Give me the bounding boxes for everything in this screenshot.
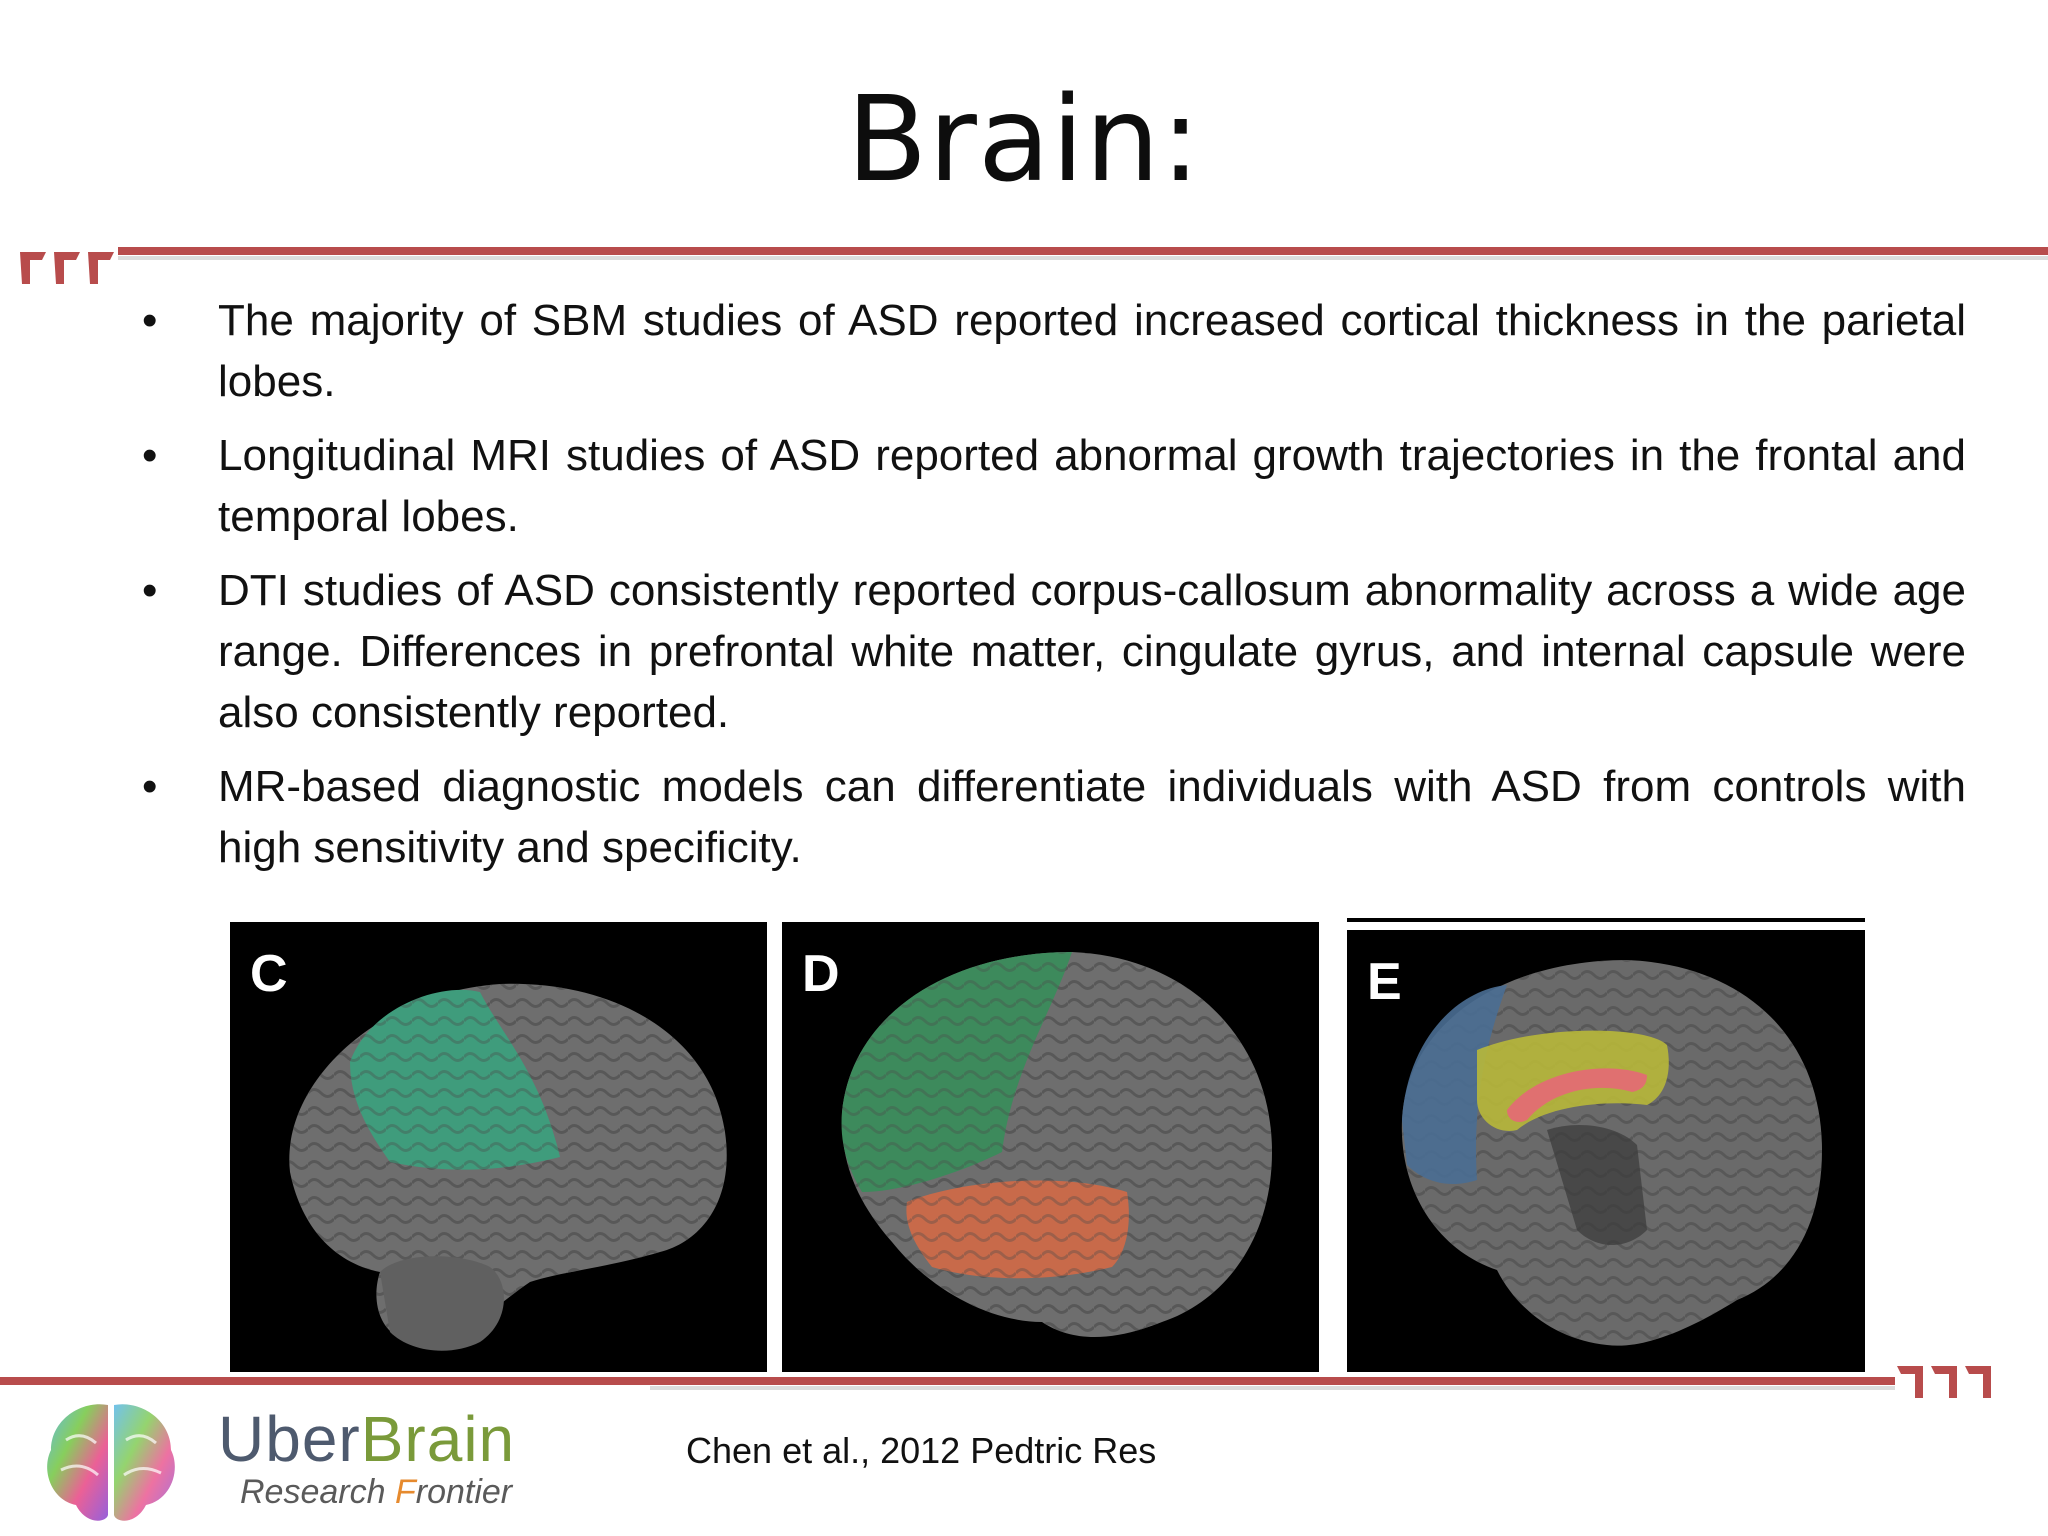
brain-lateral-d-icon [841, 952, 1272, 1337]
brand-name-uber: Uber [218, 1403, 361, 1475]
bullet-item: • Longitudinal MRI studies of ASD reporte… [130, 425, 1966, 547]
bullet-item: • MR-based diagnostic models can differen… [130, 756, 1966, 878]
top-divider-shadow [118, 256, 2048, 260]
decorative-flags-left-icon [20, 252, 114, 284]
bullet-dot-icon: • [142, 431, 158, 480]
citation: Chen et al., 2012 Pedtric Res [686, 1430, 1157, 1471]
bottom-divider-shadow [650, 1386, 1895, 1390]
brain-medial-e-icon [1401, 960, 1822, 1346]
bullet-dot-icon: • [142, 762, 158, 811]
brain-panel-e: E [1347, 930, 1865, 1372]
bullet-text: The majority of SBM studies of ASD repor… [218, 296, 1966, 406]
decorative-flags-right-icon [1897, 1366, 1991, 1398]
bullet-text: DTI studies of ASD consistently reported… [218, 566, 1966, 737]
bullet-dot-icon: • [142, 566, 158, 615]
panel-label-c: C [250, 945, 288, 1003]
uberbrain-logo-icon [47, 1404, 175, 1521]
brain-figure-panels: C D [230, 918, 1865, 1373]
brain-lateral-c-icon [289, 983, 727, 1351]
bullet-list: • The majority of SBM studies of ASD repo… [130, 290, 1966, 891]
brand-subtitle: Research Frontier [240, 1473, 512, 1512]
panel-label-e: E [1367, 953, 1402, 1011]
brand-sub-rontier: rontier [415, 1473, 513, 1511]
bottom-divider [0, 1377, 1895, 1385]
brain-panel-c: C [230, 922, 767, 1372]
bullet-dot-icon: • [142, 296, 158, 345]
brand-sub-f: F [394, 1473, 416, 1511]
brain-panel-d: D [782, 922, 1319, 1372]
bullet-text: MR-based diagnostic models can different… [218, 762, 1966, 872]
brand-sub-research: Research [240, 1473, 395, 1511]
bullet-item: • The majority of SBM studies of ASD repo… [130, 290, 1966, 412]
bullet-item: • DTI studies of ASD consistently reporte… [130, 560, 1966, 743]
brand-name: UberBrain [218, 1402, 515, 1476]
slide-title: Brain: [846, 70, 1202, 208]
bullet-text: Longitudinal MRI studies of ASD reported… [218, 431, 1966, 541]
brand-name-brain: Brain [360, 1403, 516, 1475]
panel-label-d: D [802, 945, 840, 1003]
panel-e-top-border [1347, 918, 1865, 922]
top-divider [118, 247, 2048, 255]
